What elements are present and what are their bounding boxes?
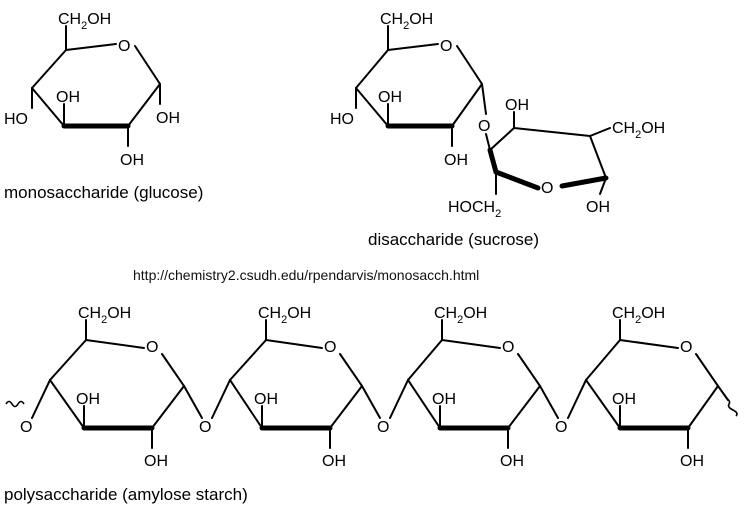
amylose-structure: O CH2OH O OH OH O	[5, 305, 738, 470]
ring-oxygen-label: O	[541, 180, 553, 197]
oh-label: OH	[586, 199, 610, 216]
hoch2-label: HOCH2	[448, 199, 501, 220]
glucose-structure: CH2OH O OH OH OH HO	[4, 11, 180, 169]
source-url: http://chemistry2.csudh.edu/rpendarvis/m…	[133, 267, 479, 283]
oh-label: OH	[444, 152, 468, 169]
oh-label: OH	[120, 152, 144, 169]
disaccharide-caption: disaccharide (sucrose)	[368, 230, 539, 249]
glycosidic-oxygen-label: O	[478, 118, 490, 135]
ch2oh-label: CH2OH	[612, 120, 665, 141]
ch2oh-label: CH2OH	[258, 305, 311, 326]
oh-label: OH	[500, 453, 524, 470]
ring-oxygen-label: O	[324, 339, 336, 356]
ho-label: HO	[330, 111, 354, 128]
polysaccharide-caption: polysaccharide (amylose starch)	[4, 485, 248, 504]
ch2oh-label: CH2OH	[380, 11, 433, 32]
ch2oh-label: CH2OH	[58, 11, 111, 32]
oh-label: OH	[378, 89, 402, 106]
oh-label: OH	[76, 391, 100, 408]
ch2oh-label: CH2OH	[612, 305, 665, 326]
oh-label: OH	[432, 391, 456, 408]
ho-label: HO	[4, 111, 28, 128]
glucose-unit: CH2OH O OH OH	[407, 305, 559, 470]
ring-oxygen-label: O	[680, 339, 692, 356]
oh-label: OH	[144, 453, 168, 470]
monosaccharide-caption: monosaccharide (glucose)	[4, 183, 203, 202]
oh-label: OH	[254, 391, 278, 408]
ring-oxygen-label: O	[146, 339, 158, 356]
ch2oh-label: CH2OH	[78, 305, 131, 326]
oh-label: OH	[56, 89, 80, 106]
glycosidic-oxygen-label: O	[555, 419, 567, 436]
ring-oxygen-label: O	[440, 38, 452, 55]
oh-label: OH	[505, 97, 529, 114]
sucrose-structure: CH2OH O OH HO OH O OH O CH2OH HOCH2 OH	[330, 11, 665, 220]
glycosidic-oxygen-label: O	[199, 419, 211, 436]
oh-label: OH	[612, 391, 636, 408]
ring-oxygen-label: O	[502, 339, 514, 356]
glycosidic-oxygen-label: O	[20, 419, 32, 436]
oh-label: OH	[680, 453, 704, 470]
glucose-unit: CH2OH O OH OH	[585, 305, 729, 470]
ch2oh-label: CH2OH	[434, 305, 487, 326]
oh-label: OH	[322, 453, 346, 470]
ring-oxygen-label: O	[118, 38, 130, 55]
glycosidic-oxygen-label: O	[377, 419, 389, 436]
oh-label: OH	[156, 110, 180, 127]
glucose-unit: CH2OH O OH OH	[49, 305, 203, 470]
glucose-unit: CH2OH O OH OH	[229, 305, 381, 470]
